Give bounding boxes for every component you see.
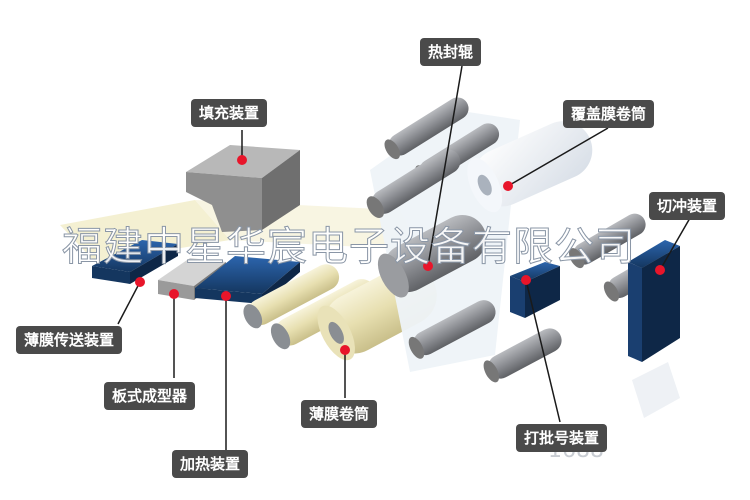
watermark-company: 福建中星华宸电子设备有限公司 <box>62 224 636 271</box>
callout-markers <box>135 155 665 355</box>
label-cover-film-roll: 覆盖膜卷筒 <box>563 100 655 128</box>
heat-seal-roller-shape <box>377 214 487 298</box>
label-plate-former: 板式成型器 <box>104 382 196 410</box>
label-film-transfer-device: 薄膜传送装置 <box>16 326 123 354</box>
label-film-roll: 薄膜卷筒 <box>301 400 378 428</box>
label-batch-number-device: 打批号装置 <box>516 424 608 452</box>
label-filling-device: 填充装置 <box>191 99 268 127</box>
batch-number-device <box>510 262 560 318</box>
label-cutting-device: 切冲装置 <box>649 192 726 220</box>
callout-lines <box>117 65 691 450</box>
film-transfer-device <box>92 240 178 284</box>
cover-film-roll-shape <box>467 121 593 213</box>
top-rollers <box>366 97 500 218</box>
label-heat-seal-roller: 热封辊 <box>420 38 482 66</box>
cutting-device <box>628 240 680 362</box>
output-tray <box>632 362 680 418</box>
label-heating-device: 加热装置 <box>172 450 249 478</box>
bottom-film-web <box>60 200 230 262</box>
